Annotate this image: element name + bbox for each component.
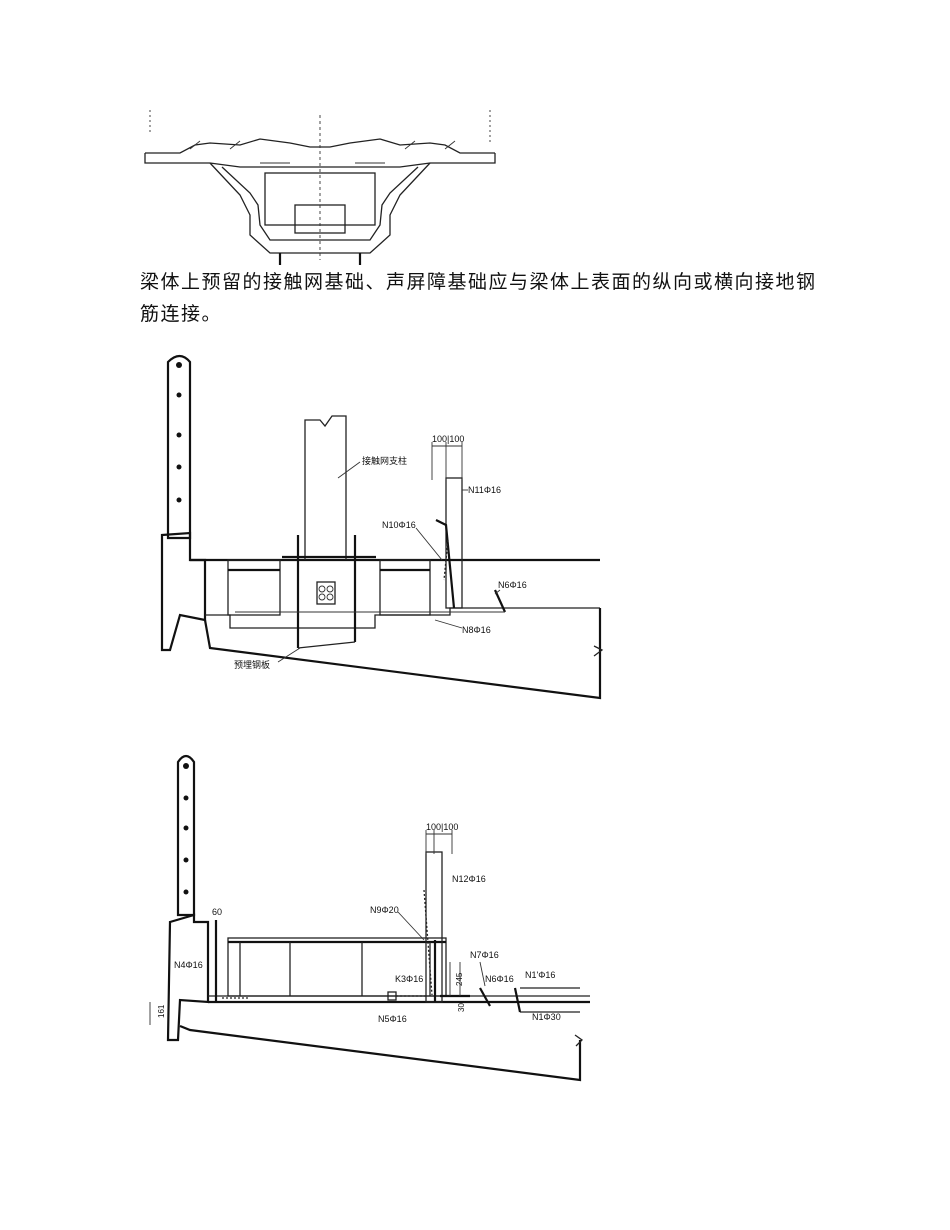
- fig3-label-n9: N9Φ20: [370, 905, 399, 915]
- fig3-label-n4: N4Φ16: [174, 960, 203, 970]
- catenary-column: [304, 415, 347, 560]
- body-paragraph: 梁体上预留的接触网基础、声屏障基础应与梁体上表面的纵向或横向接地钢筋连接。: [140, 271, 817, 325]
- fig3-railing-post: [176, 754, 196, 917]
- fig2-label-n11: N11Φ16: [468, 485, 501, 495]
- fig3-label-245: 245: [455, 972, 464, 986]
- fig2-label-plate: 预埋钢板: [234, 659, 270, 670]
- fig3-label-60: 60: [212, 907, 222, 917]
- box-girder-cross-section-figure: [144, 110, 496, 265]
- sound-barrier-foundation-detail-figure: 100|100 N12Φ16 60 N9Φ20 N4Φ16 N7Φ16 K3Φ1…: [149, 754, 590, 1082]
- railing-post: [166, 354, 192, 540]
- fig2-dim-top: 100|100: [432, 434, 464, 444]
- fig3-label-n7: N7Φ16: [470, 950, 499, 960]
- fig3-label-n1: N1Φ30: [532, 1012, 561, 1022]
- fig3-label-k3: K3Φ16: [395, 974, 423, 984]
- fig2-label-n6: N6Φ16: [498, 580, 527, 590]
- fig2-label-n8: N8Φ16: [462, 625, 491, 635]
- catenary-foundation-detail-figure: 100|100 接触网支柱 N11Φ16 N10Φ16 N6Φ16 N8Φ16 …: [160, 354, 604, 700]
- fig3-railing-post-holes: [183, 763, 189, 895]
- fig3-label-n12: N12Φ16: [452, 874, 486, 884]
- fig3-label-n6: N6Φ16: [485, 974, 514, 984]
- fig2-label-n10: N10Φ16: [382, 520, 416, 530]
- fig3-dim-top: 100|100: [426, 822, 458, 832]
- railing-post-holes: [176, 362, 182, 503]
- fig3-label-161: 161: [157, 1004, 166, 1018]
- fig3-label-30: 30: [457, 1003, 466, 1012]
- fig3-label-n5: N5Φ16: [378, 1014, 407, 1024]
- fig3-label-n1-prime: N1'Φ16: [525, 970, 555, 980]
- fig2-label-catenary-column: 接触网支柱: [362, 455, 407, 466]
